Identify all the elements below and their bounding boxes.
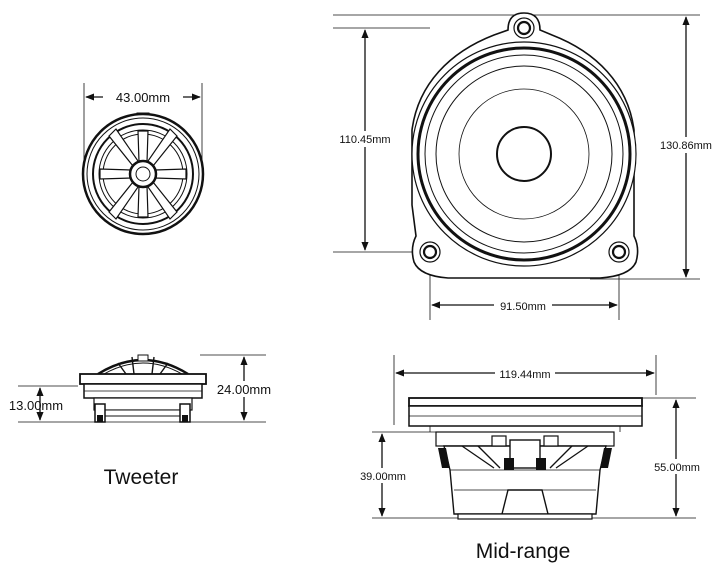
midrange-width-label: 119.44mm bbox=[499, 369, 550, 381]
tweeter-diameter-label: 43.00mm bbox=[116, 90, 170, 105]
midrange-hole-spacing-label: 91.50mm bbox=[500, 301, 546, 313]
tweeter-mount-depth-label: 13.00mm bbox=[9, 398, 63, 413]
midrange-side-view: 119.44mm 39.00mm 55.00mm bbox=[352, 355, 708, 520]
midrange-inner-height-label: 110.45mm bbox=[339, 134, 390, 146]
midrange-total-depth-label: 55.00mm bbox=[654, 462, 700, 474]
midrange-top-view: 110.45mm 130.86mm 91.50mm bbox=[333, 12, 719, 320]
tweeter-side-view: 13.00mm 24.00mm bbox=[9, 354, 280, 423]
tweeter-height-label: 24.00mm bbox=[217, 382, 271, 397]
tweeter-top-view: 43.00mm bbox=[81, 83, 205, 236]
midrange-outer-height-label: 130.86mm bbox=[660, 140, 712, 152]
tweeter-caption: Tweeter bbox=[104, 466, 179, 489]
midrange-mount-depth-label: 39.00mm bbox=[360, 471, 406, 483]
midrange-caption: Mid-range bbox=[476, 540, 571, 563]
